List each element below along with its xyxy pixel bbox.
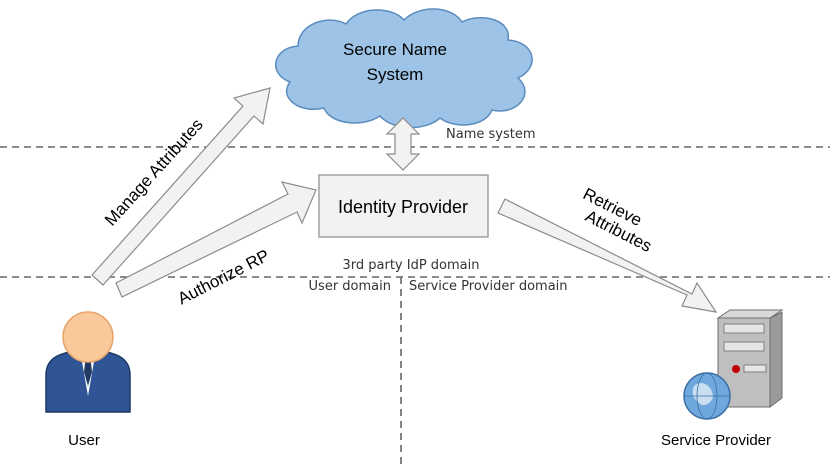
service-provider-label: Service Provider [661, 432, 771, 449]
name-system-domain-label: Name system [446, 127, 535, 142]
server-drive-1 [723, 323, 765, 334]
cloud-shape [274, 8, 533, 129]
server-top [716, 309, 784, 319]
user-head [62, 311, 114, 363]
user-label: User [68, 432, 100, 449]
cloud-label-line2: System [367, 65, 424, 84]
server-power-light [732, 365, 740, 373]
service-provider-domain-label: Service Provider domain [409, 279, 568, 294]
idp-domain-label: 3rd party IdP domain [342, 258, 479, 273]
cloud-label-line1: Secure Name [343, 40, 447, 59]
retrieve-attributes-arrow [497, 198, 718, 313]
user-icon [45, 311, 131, 413]
secure-name-system-cloud: Secure Name System [274, 8, 533, 129]
identity-provider-node: Identity Provider [318, 174, 489, 238]
manage-attributes-arrow [91, 87, 271, 286]
server-side [769, 311, 783, 408]
server-drive-2 [723, 341, 765, 352]
name-system-link-arrow [385, 117, 421, 171]
authorize-rp-arrow [115, 181, 317, 298]
user-domain-label: User domain [309, 279, 391, 294]
server-slot [743, 364, 767, 373]
identity-provider-box [318, 174, 489, 238]
identity-provider-label: Identity Provider [338, 197, 468, 217]
server-icon [683, 309, 784, 420]
